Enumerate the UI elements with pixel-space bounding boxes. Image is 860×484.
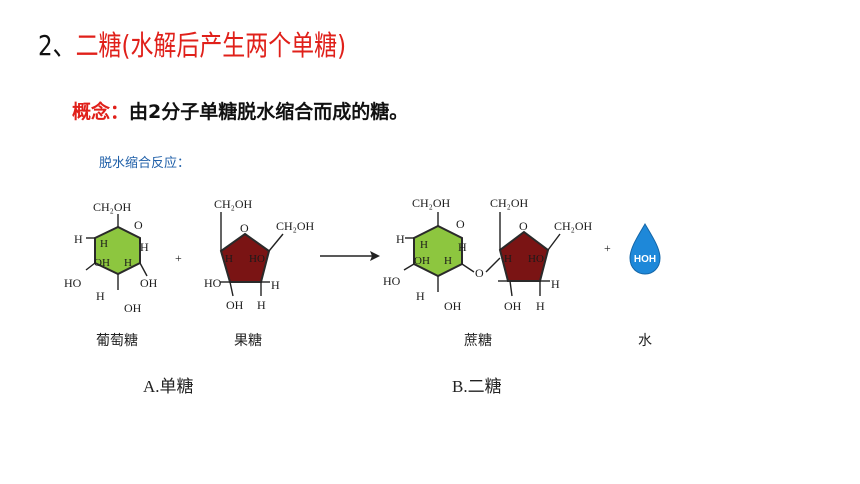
- plus-sign-2: +: [604, 241, 611, 255]
- glucose-oh-inner: OH: [94, 257, 110, 269]
- glucose-h-right: H: [140, 240, 149, 254]
- fructose-h-bottom: H: [257, 298, 266, 312]
- section-number: 2、: [38, 29, 76, 62]
- fructose-oh-bottom: OH: [226, 298, 244, 312]
- section-heading: 2、二糖(水解后产生两个单糖): [38, 26, 346, 66]
- glucose-oh-bottom: OH: [124, 301, 142, 315]
- reaction-arrow: [320, 251, 380, 261]
- fructose-ch2oh-right: CH₂OH: [276, 219, 315, 233]
- fructose-h-right: H: [271, 278, 280, 292]
- fructose-ring: [219, 232, 271, 283]
- fructose-ch2oh-left: CH₂OH: [214, 197, 253, 211]
- water-drop-icon: HOH: [629, 223, 661, 275]
- sucrose-fructose-h-inner: H: [504, 253, 512, 265]
- sucrose-ch2oh-fructose-left: CH₂OH: [490, 196, 529, 210]
- fructose-h-inner: H: [225, 253, 233, 265]
- sucrose-glucose-ring: [413, 224, 463, 278]
- label-disaccharide: B.二糖: [452, 377, 502, 396]
- fructose-caption: 果糖: [234, 333, 262, 349]
- sucrose-h-left: H: [396, 232, 405, 246]
- glucose-h-bottom: H: [96, 289, 105, 303]
- section-title: 二糖(水解后产生两个单糖): [75, 29, 347, 62]
- sucrose-fructose-ho-inner: HO: [528, 253, 544, 265]
- sucrose-glucose-oxygen: O: [456, 217, 465, 231]
- label-monosaccharide: A.单糖: [143, 377, 194, 396]
- glucose-h-inner-right: H: [124, 257, 132, 269]
- plus-sign-1: +: [175, 251, 182, 265]
- water-formula: HOH: [634, 254, 656, 265]
- concept-line: 概念：由2分子单糖脱水缩合而成的糖。: [72, 98, 408, 126]
- sucrose-ch2oh-fructose-right: CH₂OH: [554, 219, 593, 233]
- fructose-ho-inner: HO: [249, 253, 265, 265]
- fructose-molecule: CH₂OH CH₂OH O H HO HO H OH H: [204, 197, 315, 312]
- concept-label: 概念：: [72, 101, 130, 123]
- sucrose-fructose-oh-bottom: OH: [504, 299, 522, 313]
- sucrose-fructose-ring: [498, 230, 550, 282]
- glucose-ho-left: HO: [64, 276, 82, 290]
- glucose-h-inner: H: [100, 238, 108, 250]
- concept-definition: 由2分子单糖脱水缩合而成的糖。: [129, 101, 409, 123]
- fructose-ring-oxygen: O: [240, 221, 249, 235]
- sucrose-ho-left: HO: [383, 274, 401, 288]
- sucrose-fructose-h-bottom: H: [536, 299, 545, 313]
- sucrose-h-inner-right: H: [444, 255, 452, 267]
- sucrose-bridge-oxygen: O: [475, 266, 484, 280]
- sucrose-oh-bottom: OH: [444, 299, 462, 313]
- water-drop-shape: [629, 223, 661, 275]
- sucrose-fructose-oxygen: O: [519, 219, 528, 233]
- glucose-ring-oxygen: O: [134, 218, 143, 232]
- sucrose-caption: 蔗糖: [464, 333, 492, 349]
- sucrose-fructose-h-right: H: [551, 277, 560, 291]
- reaction-label: 脱水缩合反应：: [99, 156, 191, 171]
- sucrose-ch2oh-glucose: CH₂OH: [412, 196, 451, 210]
- sucrose-h-bottom: H: [416, 289, 425, 303]
- fructose-ho-left: HO: [204, 276, 222, 290]
- sucrose-molecule: CH₂OH O H H OH H HO H H OH O CH₂OH CH₂OH…: [383, 196, 593, 313]
- glucose-oh-right: OH: [140, 276, 158, 290]
- glucose-h-left: H: [74, 232, 83, 246]
- glucose-caption: 葡萄糖: [96, 333, 138, 349]
- water-caption: 水: [638, 333, 652, 349]
- sucrose-oh-inner: OH: [414, 255, 430, 267]
- glucose-molecule: CH₂OH O H H OH H H HO OH H OH: [64, 200, 158, 315]
- sucrose-h-inner: H: [420, 239, 428, 251]
- sucrose-h-right: H: [458, 240, 467, 254]
- glucose-ch2oh: CH₂OH: [93, 200, 132, 214]
